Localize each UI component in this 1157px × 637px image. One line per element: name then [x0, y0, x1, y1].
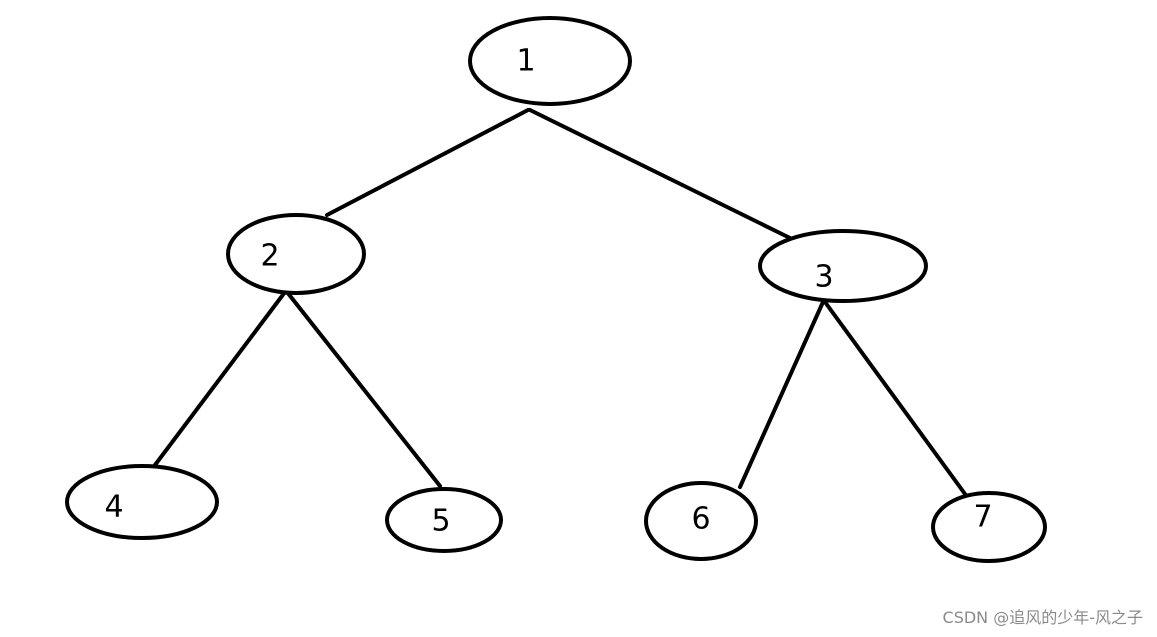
tree-node-1: 1	[468, 16, 632, 106]
tree-node-7: 7	[931, 491, 1047, 563]
tree-node-5: 5	[385, 487, 503, 553]
node-5-label: 5	[431, 504, 450, 539]
watermark-text: CSDN @追风的少年-风之子	[942, 608, 1143, 627]
tree-node-6: 6	[644, 481, 758, 561]
edge-1-3	[528, 108, 792, 240]
edge-3-7	[823, 300, 967, 496]
node-3-label: 3	[814, 260, 833, 295]
tree-edges	[153, 108, 967, 496]
node-2-label: 2	[260, 239, 279, 274]
node-6-label: 6	[691, 502, 710, 537]
edge-1-2	[325, 108, 530, 217]
node-6-ellipse	[644, 481, 758, 561]
node-1-ellipse	[468, 16, 632, 106]
node-7-ellipse	[931, 491, 1047, 563]
tree-node-3: 3	[758, 229, 928, 303]
node-4-ellipse	[65, 464, 219, 540]
edge-2-4	[153, 290, 287, 467]
tree-node-2: 2	[226, 213, 366, 295]
node-5-ellipse	[385, 487, 503, 553]
node-2-ellipse	[226, 213, 366, 295]
edge-2-5	[285, 290, 442, 488]
edge-3-6	[738, 300, 825, 489]
node-1-label: 1	[516, 44, 535, 79]
node-7-label: 7	[973, 500, 992, 535]
tree-node-4: 4	[65, 464, 219, 540]
node-4-label: 4	[104, 490, 123, 525]
node-3-ellipse	[758, 229, 928, 303]
